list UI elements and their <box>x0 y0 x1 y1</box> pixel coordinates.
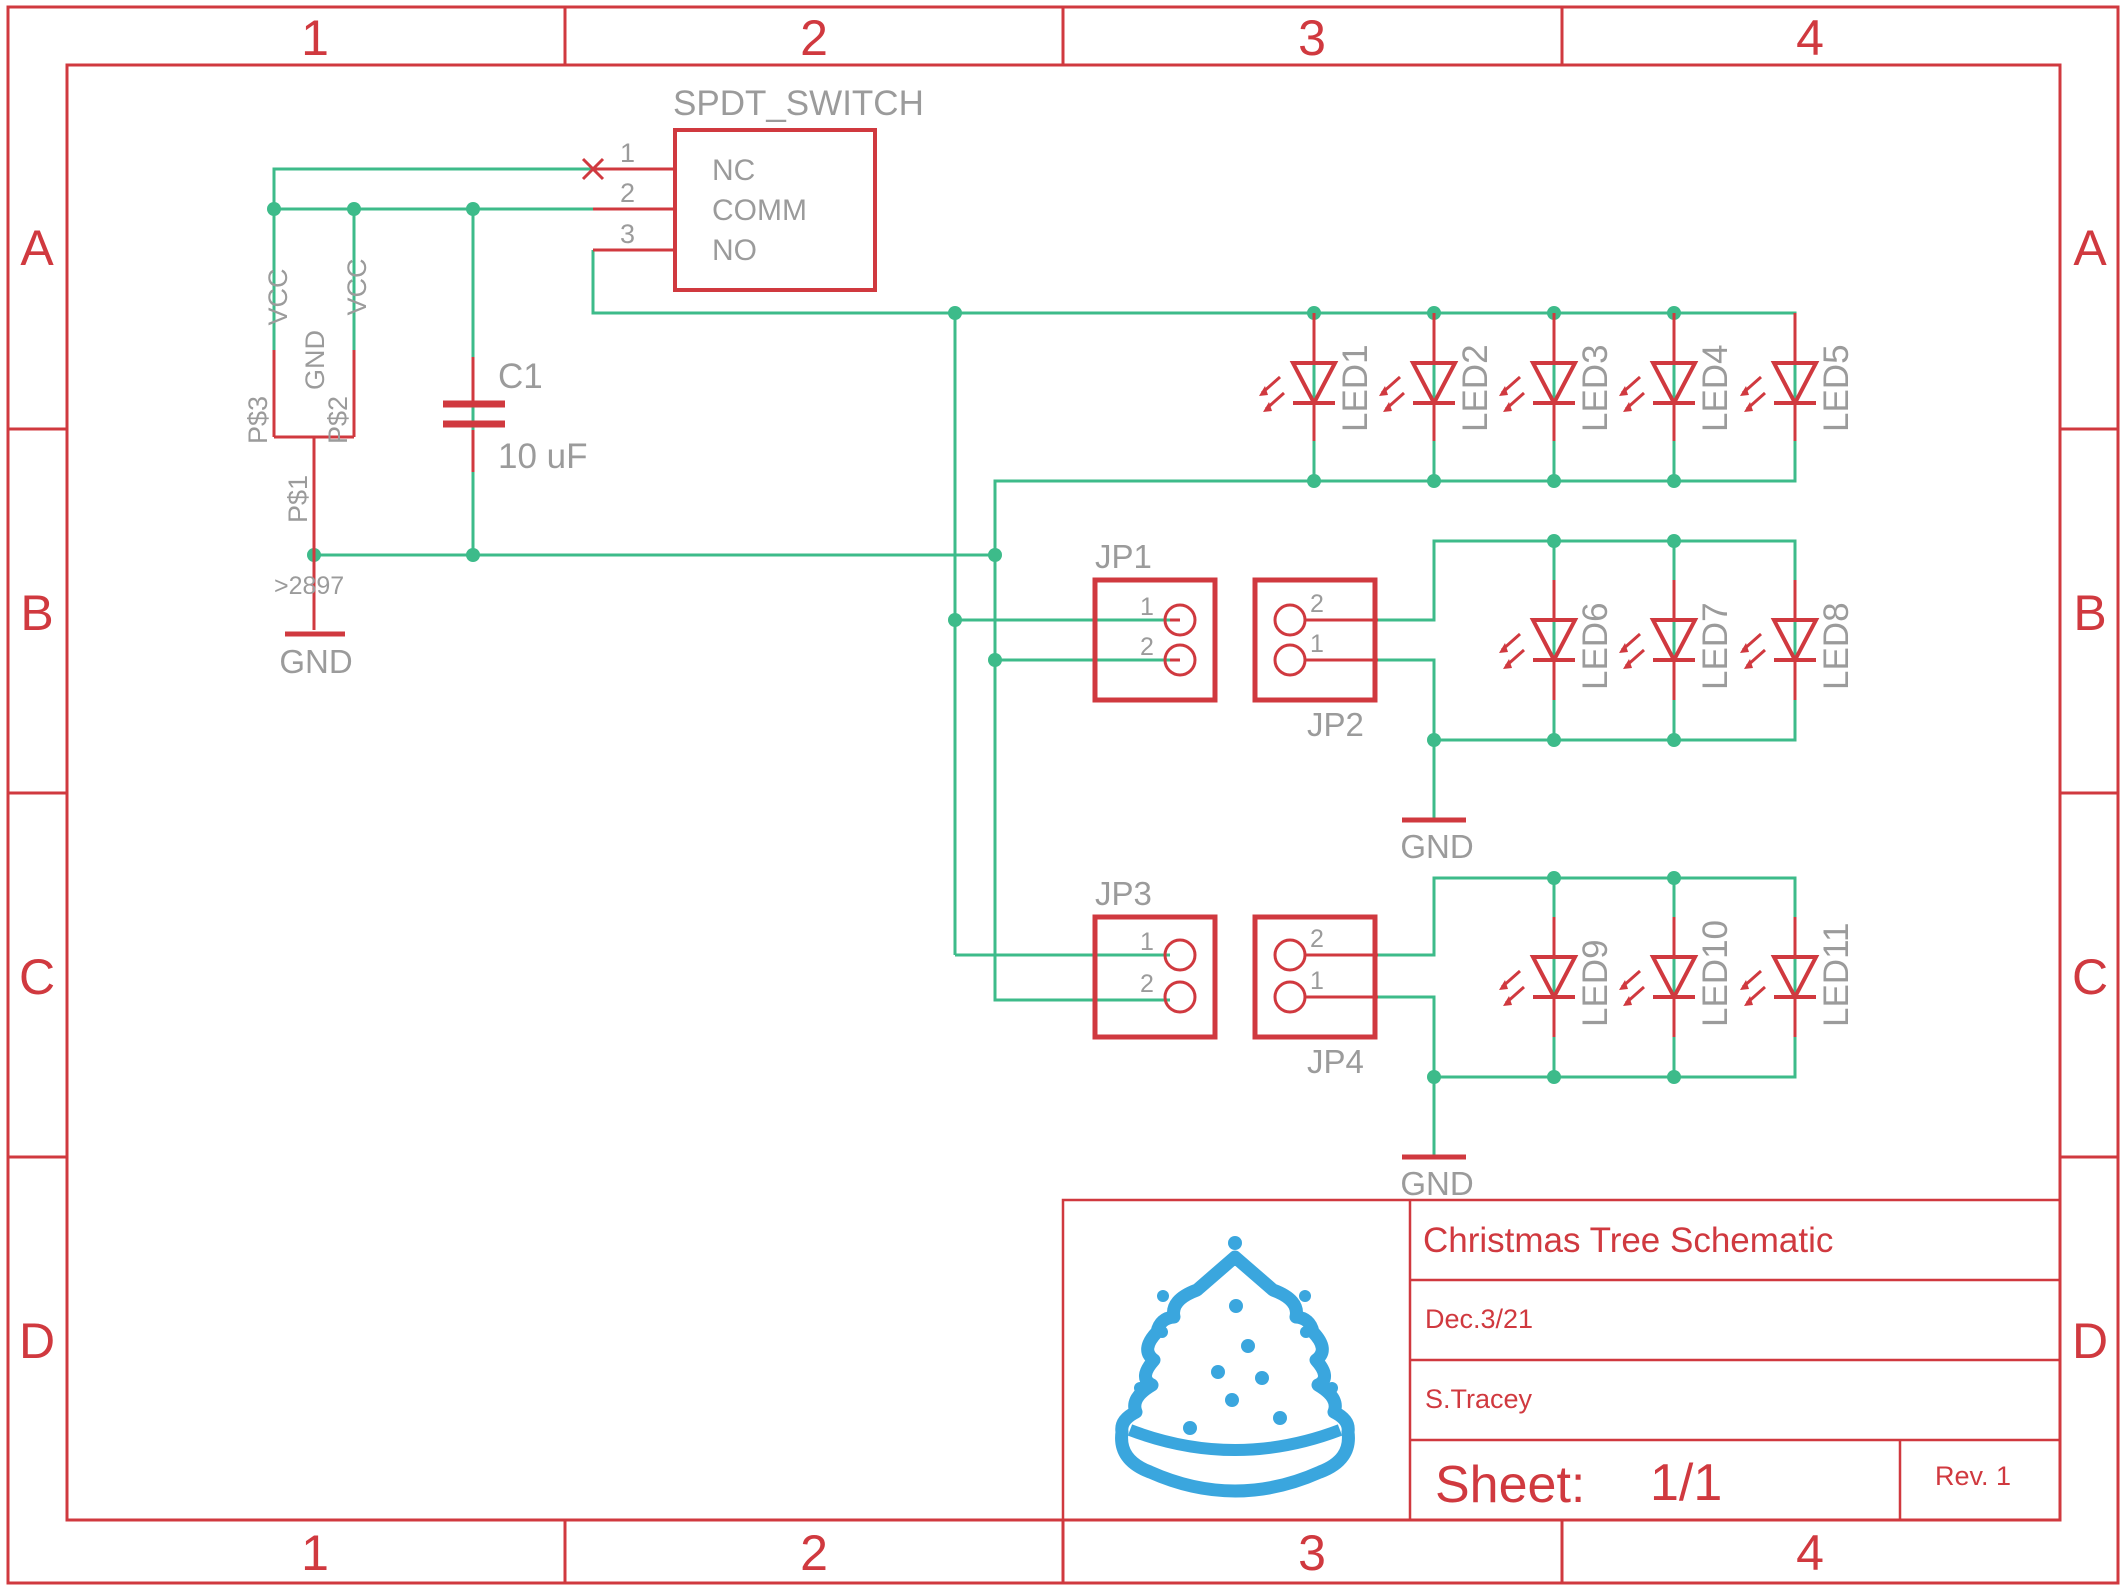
column-label: 3 <box>1298 10 1326 66</box>
led-label: LED7 <box>1696 602 1735 690</box>
led-symbol <box>1740 313 1820 441</box>
gnd-pin-label: GND <box>300 330 330 390</box>
pin-number: 2 <box>1310 925 1324 953</box>
revision-label: Rev. 1 <box>1935 1461 2011 1491</box>
sheet-number: 1/1 <box>1650 1454 1722 1512</box>
led-label: LED8 <box>1817 602 1856 690</box>
gnd-symbol-label: GND <box>1400 828 1473 865</box>
pin-number: 1 <box>1140 593 1154 621</box>
column-label: 4 <box>1796 1525 1824 1581</box>
column-label: 1 <box>301 10 329 66</box>
pin-name: NC <box>712 154 755 187</box>
jumper-jp1: JP1 1 2 <box>1092 538 1218 703</box>
led-array: LED1 LED2 LED3 LED4 LED5 LED6 LED7 LED8 … <box>1259 313 1856 1037</box>
led-symbol <box>1740 917 1820 1037</box>
row-label: B <box>2073 585 2106 641</box>
pad-label: P$3 <box>243 396 273 444</box>
pin-number: 1 <box>1310 630 1324 658</box>
led-label: LED5 <box>1817 344 1856 432</box>
pin-number: 2 <box>1310 590 1324 618</box>
jumper-jp4: JP4 2 1 <box>1252 914 1378 1080</box>
row-label: C <box>19 949 55 1005</box>
column-label: 2 <box>800 10 828 66</box>
jumper-jp3: JP3 1 2 <box>1092 875 1218 1040</box>
ground-symbol: GND <box>1400 1154 1474 1202</box>
led-symbol <box>1499 917 1579 1037</box>
junctions <box>267 202 1681 1084</box>
column-label: 4 <box>1796 10 1824 66</box>
pin-number: 3 <box>620 219 635 249</box>
capacitor-c1: C1 10 uF <box>443 357 588 476</box>
pad-label: P$1 <box>283 475 313 523</box>
led-label: LED6 <box>1576 602 1615 690</box>
ground-symbol: GND <box>1400 740 1474 865</box>
battery-holder: VCC VCC GND P$3 P$2 P$1 >2897 GND <box>243 258 372 680</box>
column-label: 3 <box>1298 1525 1326 1581</box>
led-symbol <box>1379 313 1459 441</box>
gnd-symbol-label: GND <box>1400 1165 1473 1202</box>
pin-number: 1 <box>1140 928 1154 956</box>
schematic-author: S.Tracey <box>1425 1384 1533 1414</box>
pin-name: COMM <box>712 194 807 227</box>
pin-number: 1 <box>1310 967 1324 995</box>
row-label: B <box>20 585 53 641</box>
led-label: LED2 <box>1456 344 1495 432</box>
led-symbol <box>1619 313 1699 441</box>
schematic-title: Christmas Tree Schematic <box>1423 1221 1833 1260</box>
pin-number: 2 <box>1140 970 1154 998</box>
led-label: LED11 <box>1817 923 1856 1027</box>
led-symbol <box>1499 580 1579 700</box>
capacitor-value: 10 uF <box>498 437 588 476</box>
row-label: D <box>19 1313 55 1369</box>
jumper-name: JP2 <box>1307 706 1364 743</box>
title-block <box>1061 1198 2062 1522</box>
sheet-label: Sheet: <box>1435 1456 1585 1514</box>
row-label: A <box>20 220 54 276</box>
led-label: LED3 <box>1576 344 1615 432</box>
led-label: LED1 <box>1336 344 1375 432</box>
pin-name: NO <box>712 234 757 267</box>
jumper-name: JP4 <box>1307 1043 1364 1080</box>
schematic-date: Dec.3/21 <box>1425 1304 1533 1334</box>
led-label: LED4 <box>1696 344 1735 432</box>
led-symbol <box>1740 580 1820 700</box>
vcc-label: VCC <box>263 268 293 325</box>
jumper-name: JP1 <box>1095 538 1152 575</box>
row-label: C <box>2072 949 2108 1005</box>
led-label: LED9 <box>1576 939 1615 1027</box>
led-symbol <box>1499 313 1579 441</box>
jumper-jp2: JP2 2 1 <box>1252 577 1378 743</box>
row-label: D <box>2072 1313 2108 1369</box>
part-value: >2897 <box>274 572 344 600</box>
column-label: 1 <box>301 1525 329 1581</box>
led-symbol <box>1259 313 1339 441</box>
christmas-tree-icon <box>1115 1236 1355 1498</box>
led-label: LED10 <box>1696 920 1735 1027</box>
led-symbol <box>1619 580 1699 700</box>
vcc-label: VCC <box>342 258 372 315</box>
frame-labels: 1 2 3 4 1 2 3 4 A B C D A B C D <box>19 10 2108 1581</box>
switch-name: SPDT_SWITCH <box>673 84 924 123</box>
spdt-switch: SPDT_SWITCH 1 2 3 NC COMM NO <box>581 84 924 292</box>
pin-number: 2 <box>1140 633 1154 661</box>
led-symbol <box>1619 917 1699 1037</box>
capacitor-name: C1 <box>498 357 543 396</box>
jumper-name: JP3 <box>1095 875 1152 912</box>
row-label: A <box>2073 220 2107 276</box>
gnd-symbol-label: GND <box>279 643 352 680</box>
column-label: 2 <box>800 1525 828 1581</box>
pin-number: 2 <box>620 178 635 208</box>
nets <box>272 167 1797 1157</box>
pad-label: P$2 <box>323 396 353 444</box>
pin-number: 1 <box>620 138 635 168</box>
